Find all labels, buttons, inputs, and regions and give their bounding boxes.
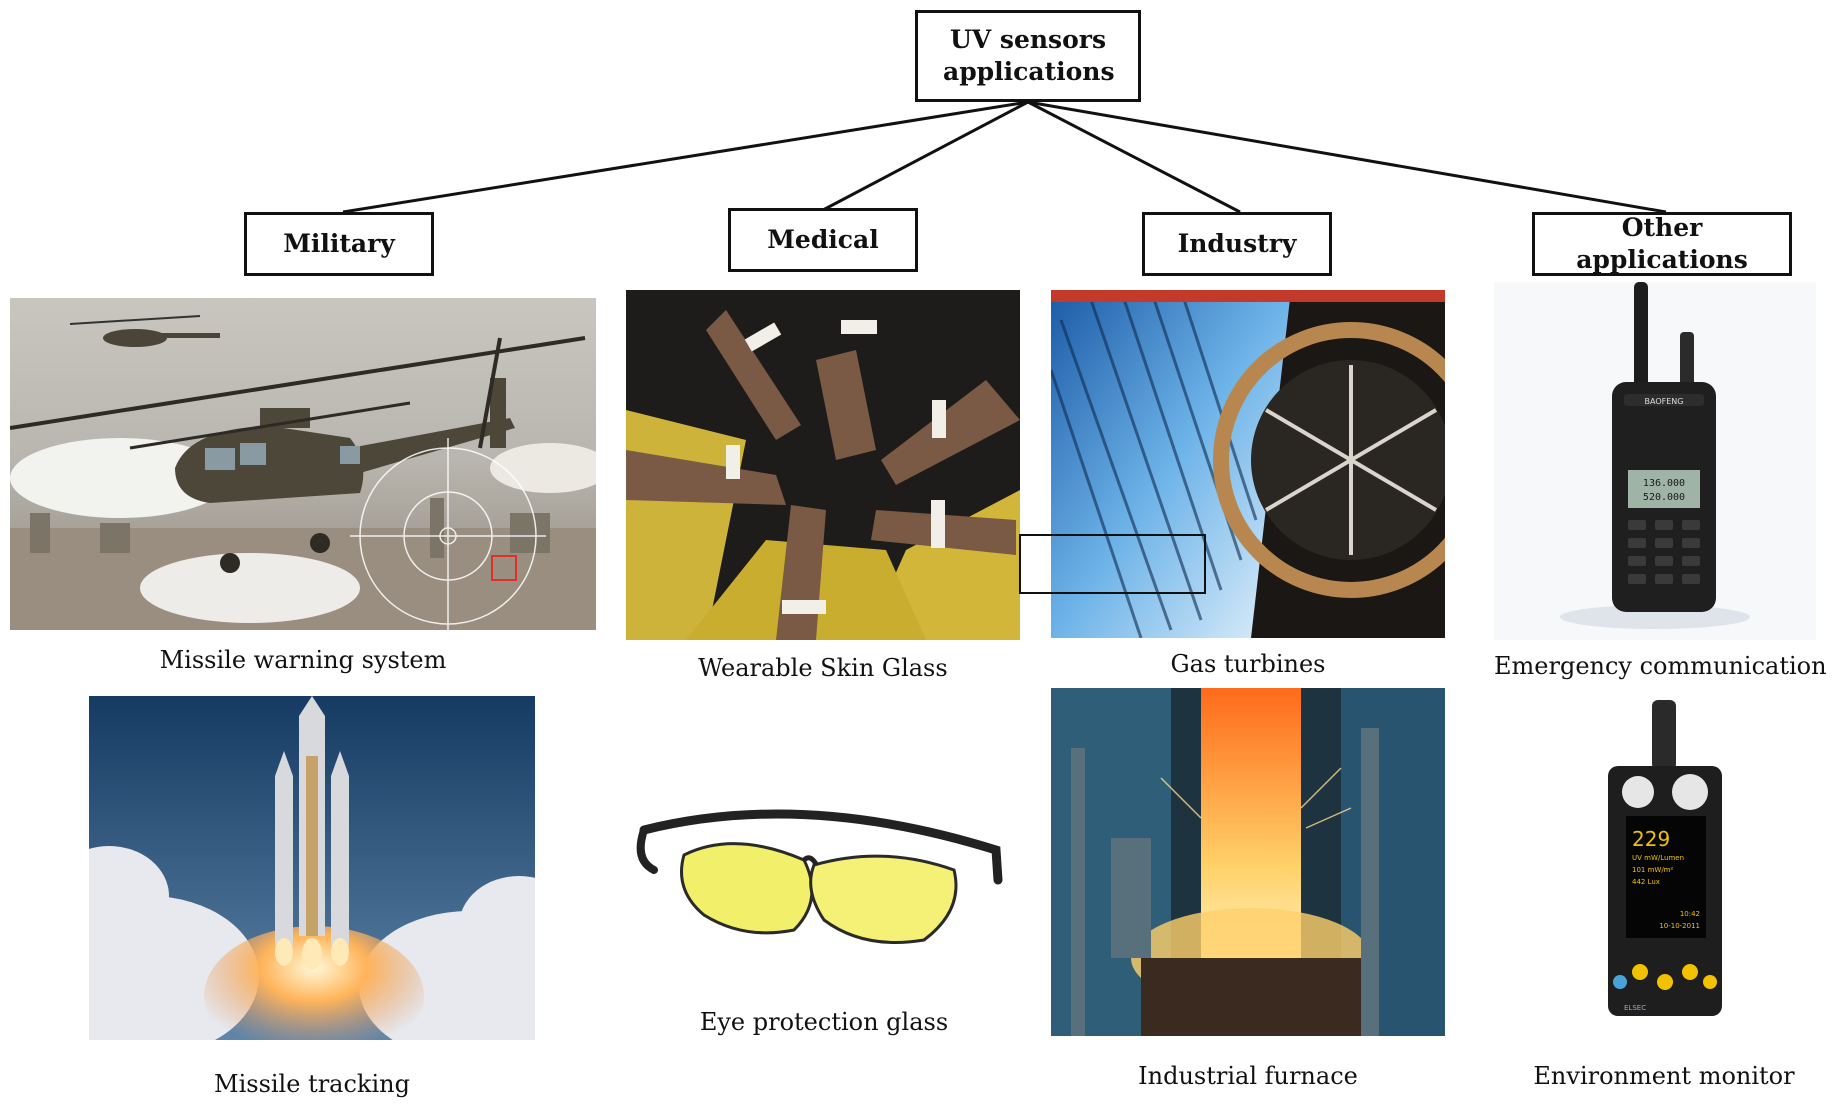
monitor-brand: ELSEC [1624,1004,1646,1012]
industrial-furnace-image [1051,688,1445,1036]
radio-image: BAOFENG 136.000 520.000 [1494,282,1816,640]
category-other-label: Other applications [1576,212,1748,275]
connector-other [1027,100,1667,214]
wearable-hands-image [626,290,1020,640]
caption-gas-turbines: Gas turbines [1170,650,1326,678]
caption-missile-tracking: Missile tracking [214,1070,410,1098]
connector-medical [822,100,1029,212]
category-other: Other applications [1532,212,1792,276]
overlay-rect-left [1019,534,1051,594]
connector-industry [1027,100,1241,214]
rocket-image [89,696,535,1040]
caption-missile-warning: Missile warning system [159,646,447,674]
radio-freq-2: 520.000 [1643,492,1685,503]
connector-military [342,100,1029,214]
radio-brand: BAOFENG [1645,397,1684,406]
category-medical: Medical [728,208,918,272]
category-military: Military [244,212,434,276]
environment-monitor-image: 229 UV mW/Lumen 101 mW/m² 442 Lux 10:42 … [1590,700,1740,1020]
overlay-rect-right [1051,534,1206,594]
root-node: UV sensors applications [915,10,1141,102]
caption-wearable-skin: Wearable Skin Glass [698,654,948,682]
category-industry-label: Industry [1177,228,1297,258]
category-industry: Industry [1142,212,1332,276]
monitor-date: 10-10-2011 [1659,922,1700,930]
helicopter-image [10,298,596,630]
caption-emergency-communication: Emergency communication [1494,652,1827,680]
caption-environment-monitor: Environment monitor [1533,1062,1795,1090]
root-label: UV sensors applications [943,24,1115,87]
category-military-label: Military [283,228,395,258]
monitor-line-1: UV mW/Lumen [1632,854,1684,862]
gas-turbine-image [1051,290,1445,638]
category-medical-label: Medical [767,224,879,254]
caption-industrial-furnace: Industrial furnace [1138,1062,1358,1090]
caption-eye-protection: Eye protection glass [699,1008,949,1036]
monitor-line-3: 442 Lux [1632,878,1660,886]
monitor-time: 10:42 [1680,910,1700,918]
monitor-line-2: 101 mW/m² [1632,866,1674,874]
radio-freq-1: 136.000 [1643,478,1685,489]
monitor-value: 229 [1632,827,1670,851]
eye-protection-image [624,760,1024,970]
